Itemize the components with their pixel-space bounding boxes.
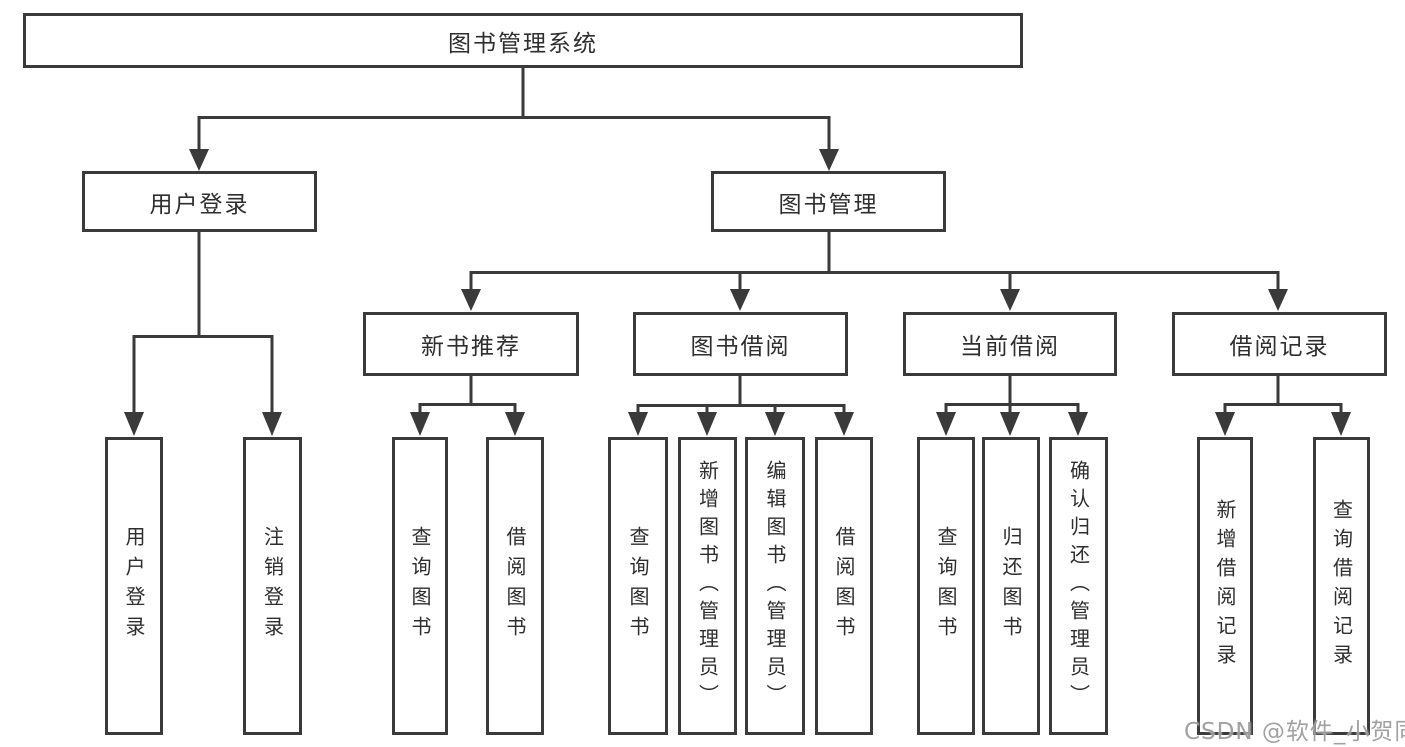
node-book-borrow: 图书借阅 [633, 312, 848, 376]
node-root-system: 图书管理系统 [23, 13, 1023, 68]
leaf-query-borrow-record: 查询借阅记录 [1313, 437, 1370, 735]
leaf-recommend-query-book: 查询图书 [392, 437, 448, 735]
leaf-recommend-borrow-book: 借阅图书 [486, 437, 544, 735]
node-current-borrow: 当前借阅 [903, 312, 1117, 376]
node-new-book-recommend: 新书推荐 [363, 312, 579, 376]
leaf-current-query-book: 查询图书 [917, 437, 975, 735]
node-book-management: 图书管理 [711, 171, 946, 232]
leaf-user-login: 用户登录 [105, 437, 163, 735]
leaf-confirm-return-admin: 确认归还（管理员） [1049, 437, 1108, 735]
arrowheads [124, 149, 1351, 436]
leaf-add-borrow-record: 新增借阅记录 [1197, 437, 1253, 735]
node-borrow-records: 借阅记录 [1172, 312, 1387, 376]
leaf-return-book: 归还图书 [982, 437, 1040, 735]
leaf-add-book-admin: 新增图书（管理员） [678, 437, 737, 735]
leaf-edit-book-admin: 编辑图书（管理员） [745, 437, 805, 735]
leaf-borrow-query-book: 查询图书 [608, 437, 668, 735]
leaf-borrow-book: 借阅图书 [815, 437, 873, 735]
leaf-logout: 注销登录 [243, 437, 302, 735]
csdn-watermark: CSDN @软件_小贺同学 [1184, 719, 1405, 745]
node-user-login-group: 用户登录 [82, 171, 317, 232]
